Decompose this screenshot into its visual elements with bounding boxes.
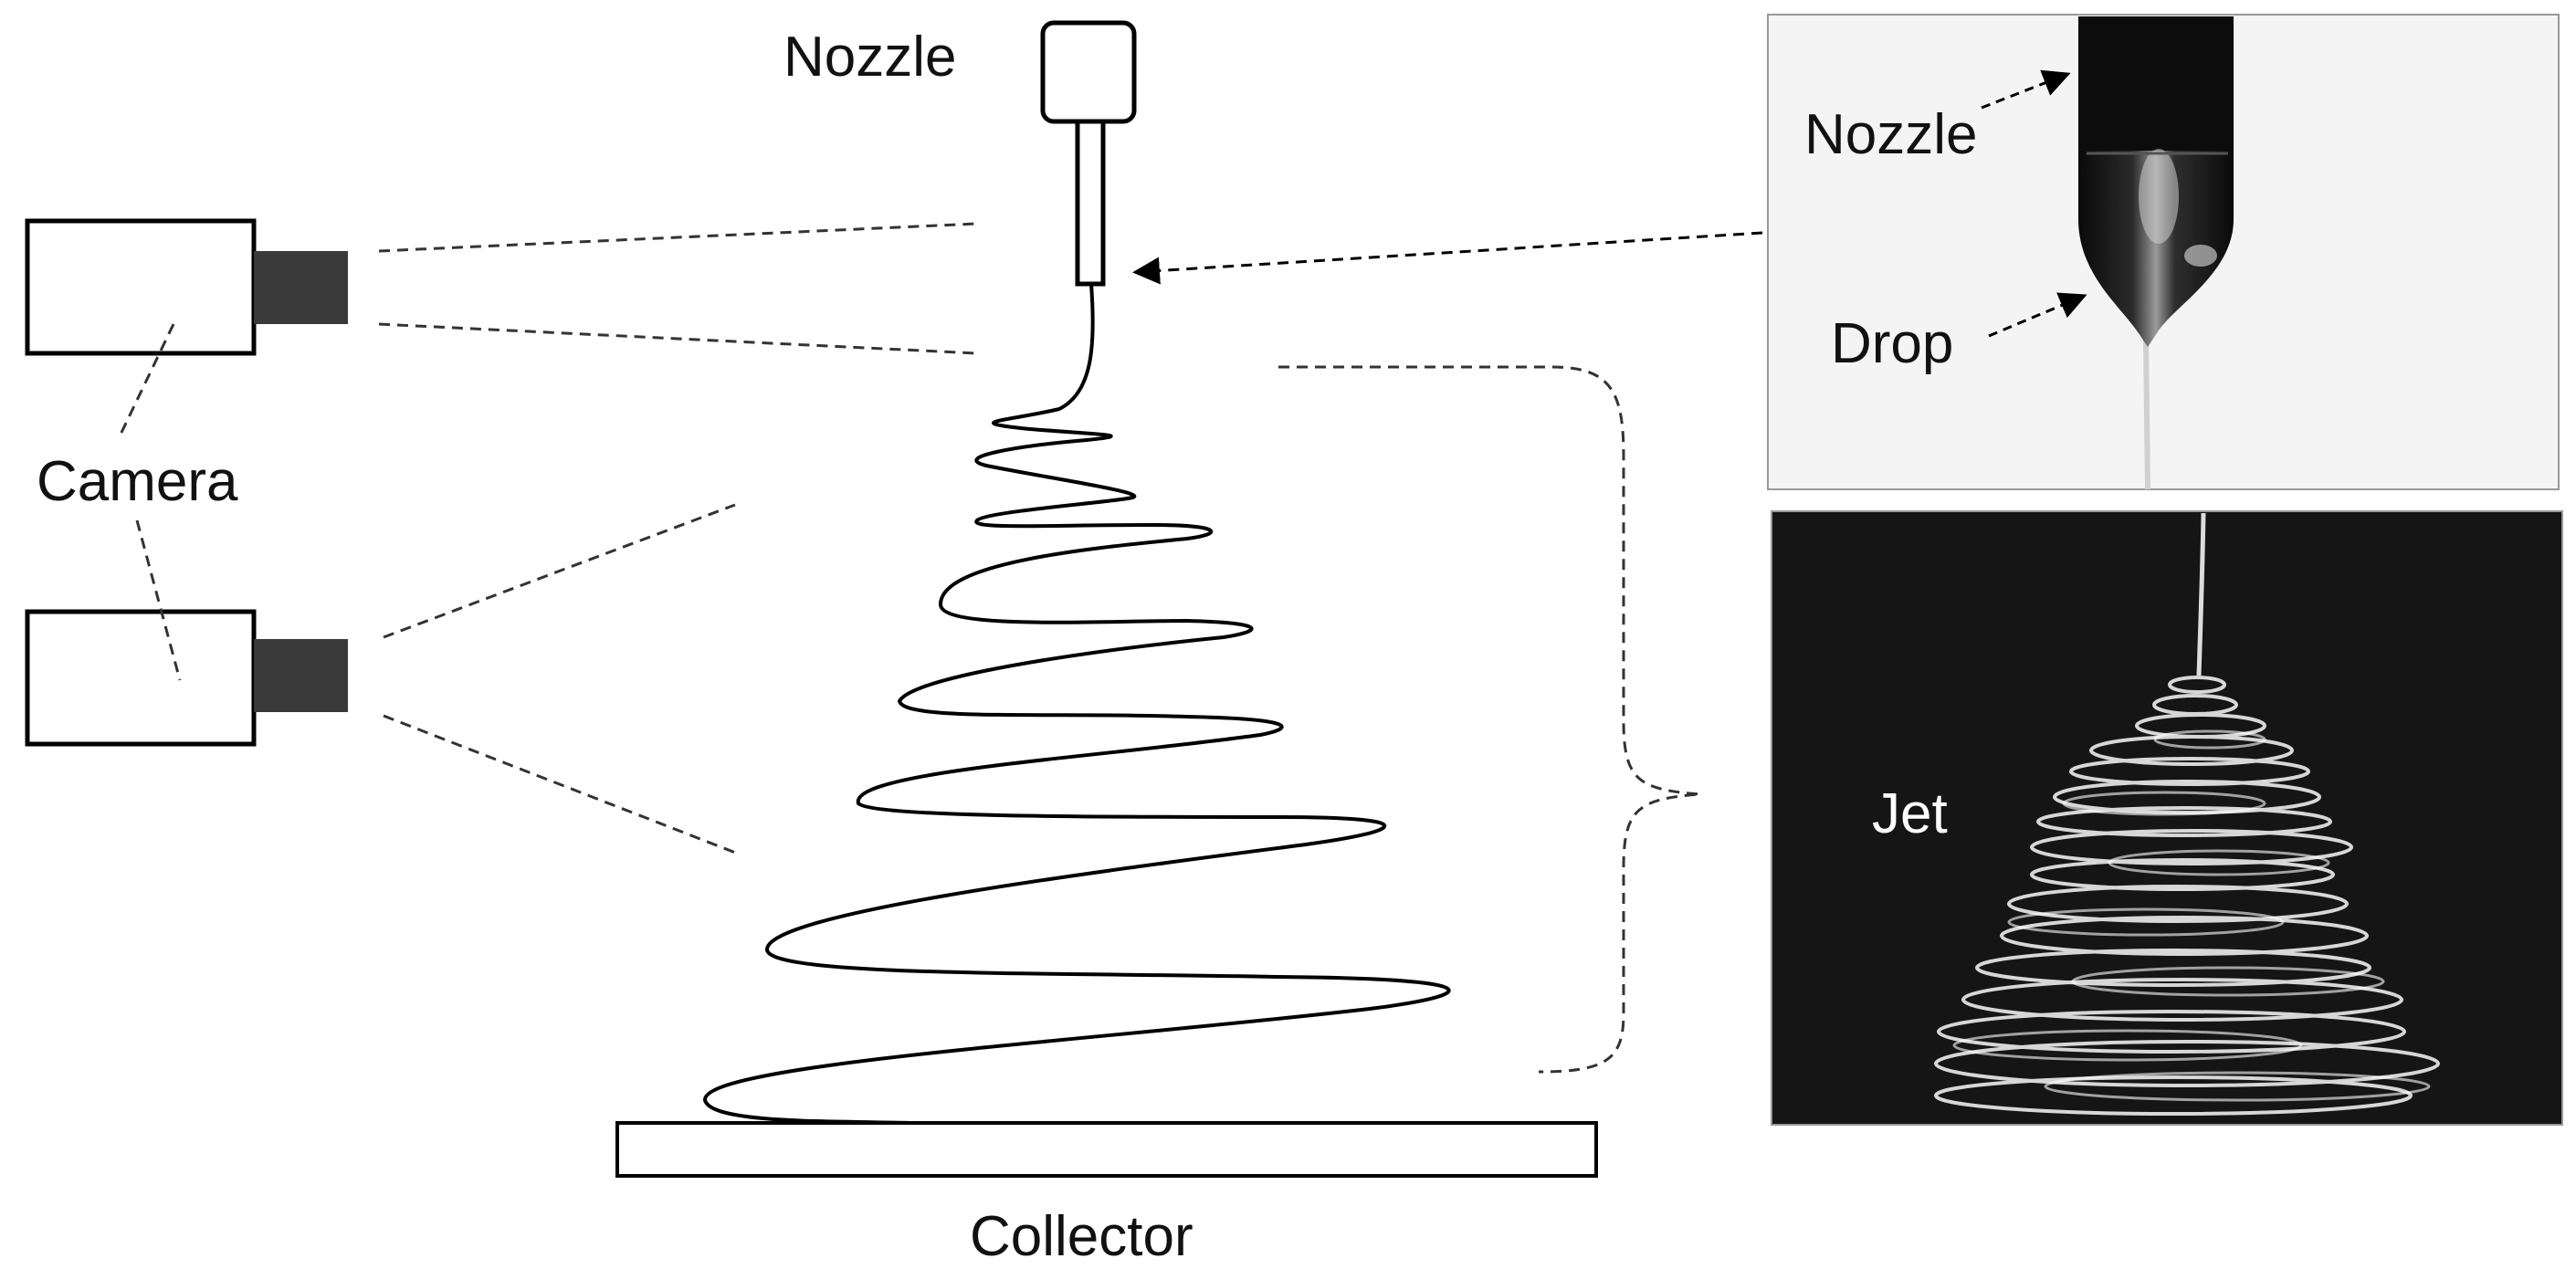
camera-bottom [25,609,348,747]
jet-bracket [1278,365,1701,1074]
camera-bottom-view-line-lower [383,714,739,855]
nozzle-label: Nozzle [783,26,957,89]
photo-drop-arrow [1988,292,2087,338]
camera-top-view-line-upper [378,222,978,253]
camera-top-view-line-lower [378,322,978,355]
collector-plate [615,1121,1598,1178]
camera-leader-top [117,323,175,439]
photo-nozzle-label: Nozzle [1804,103,1978,166]
camera-top-body [25,218,257,356]
camera-bottom-lens [254,639,348,712]
camera-bottom-view-line-upper [383,503,736,639]
nozzle-reference-arrow [1132,231,1763,285]
camera-label: Camera [37,450,238,513]
camera-leader-bottom [135,519,182,681]
photo-jet-label: Jet [1872,782,1948,845]
collector-label: Collector [970,1205,1193,1268]
camera-bottom-body [25,609,257,747]
nozzle-icon [1040,20,1137,287]
jet-spiral [702,283,1451,1125]
jet-photo: Jet [1771,510,2563,1126]
photo-drop-label: Drop [1831,312,1953,375]
nozzle-drop-photo: Nozzle Drop [1767,14,2560,490]
camera-top [25,218,348,356]
camera-top-lens [254,251,348,324]
